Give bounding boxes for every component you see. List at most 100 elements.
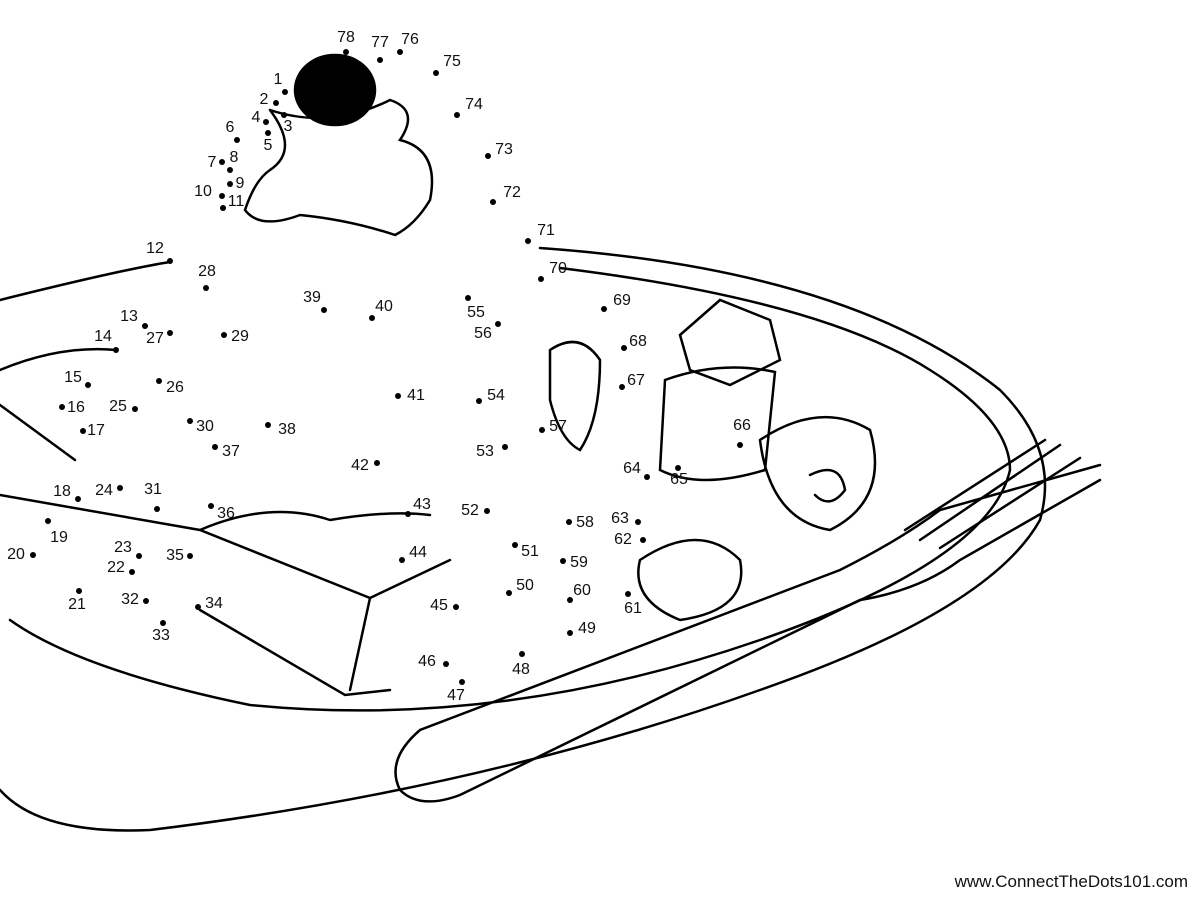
dot-label-57: 57: [549, 418, 567, 435]
dot-label-24: 24: [95, 482, 113, 499]
dot-label-39: 39: [303, 289, 321, 306]
cherry: [293, 53, 377, 127]
dot-label-21: 21: [68, 596, 86, 613]
dot-37: [212, 444, 218, 450]
dot-label-51: 51: [521, 543, 539, 560]
dot-label-44: 44: [409, 544, 427, 561]
dot-label-38: 38: [278, 421, 296, 438]
dot-11: [220, 205, 226, 211]
dot-label-13: 13: [120, 308, 138, 325]
dot-label-27: 27: [146, 330, 164, 347]
dot-51: [512, 542, 518, 548]
dot-58: [566, 519, 572, 525]
dot-label-43: 43: [413, 496, 431, 513]
whipped-cream: [243, 98, 434, 237]
dot-label-18: 18: [53, 483, 71, 500]
dot-label-10: 10: [194, 183, 212, 200]
dot-34: [195, 604, 201, 610]
dot-6: [234, 137, 240, 143]
chocolate-curls: [548, 298, 877, 622]
dot-32: [143, 598, 149, 604]
dot-label-52: 52: [461, 502, 479, 519]
dot-label-70: 70: [549, 260, 567, 277]
dot-label-60: 60: [573, 582, 591, 599]
dot-label-48: 48: [512, 661, 530, 678]
dot-25: [132, 406, 138, 412]
dot-label-37: 37: [222, 443, 240, 460]
dot-label-49: 49: [578, 620, 596, 637]
dot-label-23: 23: [114, 539, 132, 556]
dot-label-56: 56: [474, 325, 492, 342]
dot-43: [405, 511, 411, 517]
dot-62: [640, 537, 646, 543]
dot-7: [219, 159, 225, 165]
dot-label-53: 53: [476, 443, 494, 460]
dot-label-62: 62: [614, 531, 632, 548]
dot-label-66: 66: [733, 417, 751, 434]
dot-label-20: 20: [7, 546, 25, 563]
dot-label-46: 46: [418, 653, 436, 670]
dot-55: [465, 295, 471, 301]
dot-35: [187, 553, 193, 559]
dot-72: [490, 199, 496, 205]
dot-27: [167, 330, 173, 336]
dot-65: [675, 465, 681, 471]
dot-label-41: 41: [407, 387, 425, 404]
dot-label-17: 17: [87, 422, 105, 439]
dot-label-71: 71: [537, 222, 555, 239]
dot-63: [635, 519, 641, 525]
dot-56: [495, 321, 501, 327]
dot-17: [80, 428, 86, 434]
dot-label-58: 58: [576, 514, 594, 531]
dot-13: [142, 323, 148, 329]
dot-label-22: 22: [107, 559, 125, 576]
dot-53: [502, 444, 508, 450]
dot-70: [538, 276, 544, 282]
dot-label-40: 40: [375, 298, 393, 315]
dot-16: [59, 404, 65, 410]
dot-label-32: 32: [121, 591, 139, 608]
dot-3: [281, 112, 287, 118]
dot-label-11: 11: [227, 193, 245, 210]
dot-78: [343, 49, 349, 55]
dot-label-55: 55: [467, 304, 485, 321]
dot-label-59: 59: [570, 554, 588, 571]
dot-1: [282, 89, 288, 95]
cake-slice-edges: [0, 403, 452, 697]
dot-60: [567, 597, 573, 603]
dot-59: [560, 558, 566, 564]
dot-28: [203, 285, 209, 291]
dot-label-42: 42: [351, 457, 369, 474]
dot-77: [377, 57, 383, 63]
dot-64: [644, 474, 650, 480]
dot-24: [117, 485, 123, 491]
dot-21: [76, 588, 82, 594]
dot-label-31: 31: [144, 481, 162, 498]
dot-15: [85, 382, 91, 388]
dot-76: [397, 49, 403, 55]
dot-20: [30, 552, 36, 558]
dot-label-26: 26: [166, 379, 184, 396]
dot-69: [601, 306, 607, 312]
dot-29: [221, 332, 227, 338]
dot-label-2: 2: [259, 91, 269, 108]
dot-label-7: 7: [207, 154, 217, 171]
dot-18: [75, 496, 81, 502]
dot-label-77: 77: [371, 34, 389, 51]
dot-label-72: 72: [503, 184, 521, 201]
dot-42: [374, 460, 380, 466]
dot-label-47: 47: [447, 687, 465, 704]
dot-38: [265, 422, 271, 428]
dot-label-74: 74: [465, 96, 483, 113]
dot-33: [160, 620, 166, 626]
dot-71: [525, 238, 531, 244]
dot-48: [519, 651, 525, 657]
dot-30: [187, 418, 193, 424]
dot-46: [443, 661, 449, 667]
dot-23: [136, 553, 142, 559]
dot-label-65: 65: [670, 471, 688, 488]
dot-label-76: 76: [401, 31, 419, 48]
dot-22: [129, 569, 135, 575]
